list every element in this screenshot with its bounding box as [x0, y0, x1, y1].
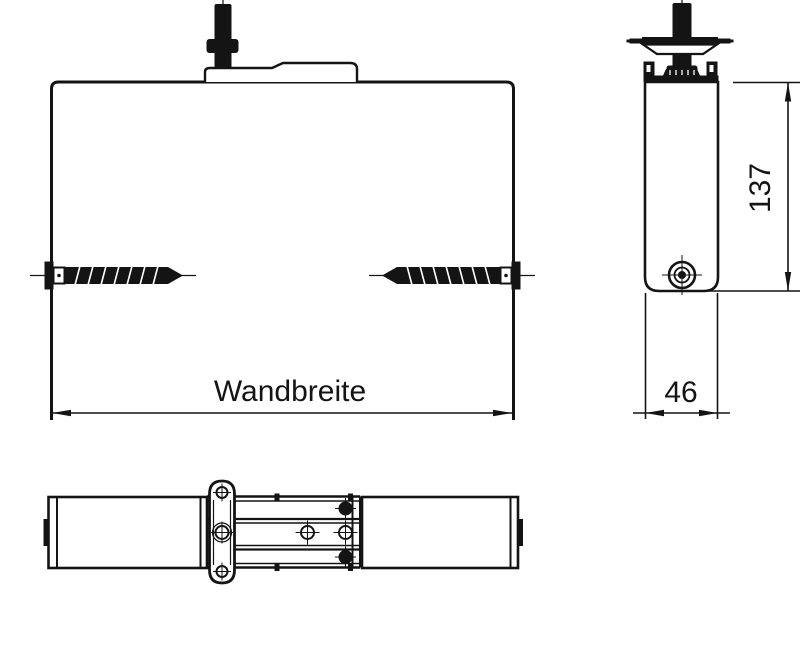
anchor-body-left: [64, 267, 183, 284]
flange-nub-left: [626, 39, 630, 43]
wall-width-label: Wandbreite: [214, 375, 366, 408]
dimension-depth: 46: [633, 293, 730, 419]
flange-tab-right: [717, 38, 731, 44]
rivet-bottom: [338, 550, 353, 564]
rail-screw-mark: [274, 564, 280, 571]
mounting-bracket-profile: [203, 61, 359, 82]
anchor-head-right: [511, 261, 521, 290]
rail-fixings: [295, 498, 358, 568]
hole-inner-ring: [673, 266, 691, 284]
flange-nub-right: [730, 39, 734, 43]
anchor-plug-dot-left: [57, 273, 61, 278]
dimension-wall-width: Wandbreite: [52, 375, 512, 417]
mount-base-strip: [643, 75, 719, 82]
hole-center-dot: [678, 271, 686, 279]
anchor-threads-right: [406, 265, 491, 286]
wall-anchor-right: [369, 261, 535, 290]
side-hole-target: [662, 255, 702, 295]
connector-bracket: [208, 479, 236, 585]
connector-hole-top: [213, 483, 231, 502]
dim-arrow-height-bottom: [784, 272, 792, 291]
side-mount-assembly: [626, 3, 734, 82]
bolt-nut: [206, 39, 239, 53]
anchor-threads-left: [74, 265, 159, 286]
rail-screw-mark: [348, 564, 353, 571]
tube-right: [360, 495, 523, 570]
rail-hole-target-left: [295, 520, 320, 545]
bolt-shaft: [214, 4, 232, 68]
rail-hole-target-right: [333, 520, 358, 545]
frame-outline: [50, 80, 515, 420]
flange-cone: [639, 43, 721, 56]
bottom-view: [43, 479, 523, 585]
flange-bar: [642, 37, 718, 45]
connector-hole-middle: [211, 521, 233, 544]
depth-label: 46: [664, 376, 697, 409]
rail-screw-mark: [274, 493, 280, 501]
side-bolt-shaft: [672, 3, 692, 67]
rivet-top: [338, 501, 353, 516]
anchor-plug-dot-right: [504, 273, 508, 278]
anchor-head-left: [44, 261, 54, 290]
dim-arrow-depth-left: [645, 409, 664, 417]
dim-arrow-right: [493, 409, 512, 417]
side-view: 137 46: [626, 0, 800, 419]
tube-left-plug: [43, 519, 50, 546]
dim-arrow-height-top: [784, 82, 792, 102]
adjusting-bolt: [206, 4, 239, 68]
connector-hole-bottom: [213, 562, 231, 581]
mount-post-notch-right: [709, 65, 714, 72]
wall-anchor-left: [30, 261, 196, 290]
flange-tab-left: [629, 38, 643, 44]
rail-screw-mark: [348, 493, 353, 501]
height-label: 137: [744, 163, 777, 213]
dimension-height: 137: [706, 81, 800, 292]
front-view: Wandbreite: [30, 0, 535, 420]
tube-left: [43, 495, 209, 570]
mount-post-notch-left: [646, 65, 651, 72]
side-body: [643, 80, 720, 293]
tube-right-plug: [517, 519, 523, 546]
hole-outer-ring: [667, 260, 697, 290]
dim-arrow-depth-right: [699, 409, 718, 417]
dim-arrow-left: [52, 409, 71, 417]
anchor-body-right: [382, 267, 501, 284]
mount-hub-teeth: [669, 70, 695, 75]
